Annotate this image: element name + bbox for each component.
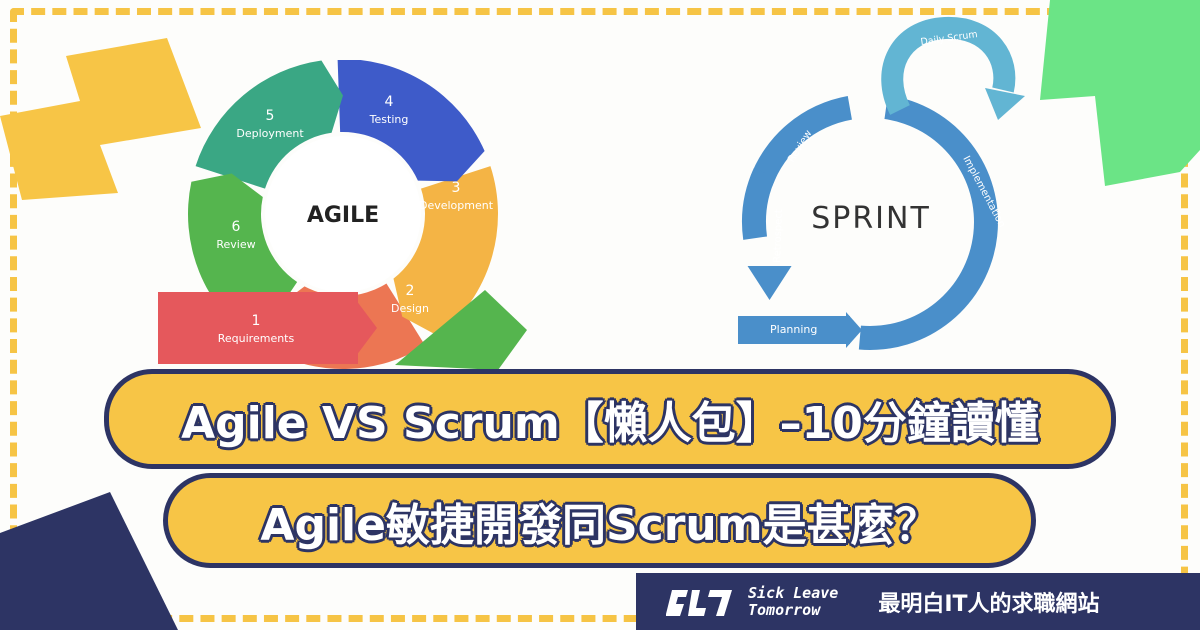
footer-tagline: 最明白IT人的求職網站 xyxy=(878,591,1100,617)
agile-step-2-label: Design xyxy=(391,302,429,315)
agile-step-1-arrow xyxy=(158,292,358,364)
agile-step-4-segment xyxy=(337,60,485,182)
agile-step-6-label: Review xyxy=(216,238,255,251)
sprint-cycle-diagram: SPRINT Daily Scrum Implementation Review… xyxy=(738,16,1025,350)
agile-step-5-number: 5 xyxy=(266,108,275,124)
brand-logo-icon xyxy=(666,590,732,616)
yellow-zigzag-shape xyxy=(0,38,201,200)
green-block-shape xyxy=(1040,0,1200,186)
footer-bar: Sick Leave Tomorrow 最明白IT人的求職網站 xyxy=(636,573,1200,630)
sprint-center-label: SPRINT xyxy=(811,201,931,236)
sprint-review-arc xyxy=(749,95,852,187)
agile-step-4-label: Testing xyxy=(369,113,409,126)
title-line2: Agile敏捷開發同Scrum是甚麼？ xyxy=(260,499,939,551)
sprint-planning-bar xyxy=(738,316,850,344)
agile-step-6-number: 6 xyxy=(232,219,241,235)
brand-line2: Tomorrow xyxy=(748,600,821,619)
agile-step-4-number: 4 xyxy=(385,94,394,110)
dashed-frame xyxy=(10,8,1188,622)
agile-center-label: AGILE xyxy=(307,203,379,228)
brand-name: Sick Leave Tomorrow xyxy=(748,583,839,619)
agile-step-1-number: 1 xyxy=(252,313,261,329)
agile-step-3-segment xyxy=(393,166,498,337)
sprint-daily-scrum-loop xyxy=(881,16,1016,115)
sprint-planning-label: Planning xyxy=(770,323,817,336)
agile-step-3-number: 3 xyxy=(452,180,461,196)
sprint-retrospect-arc xyxy=(741,167,776,240)
sprint-retrospect-arrowhead xyxy=(747,266,792,300)
sprint-retrospect-label: Retrospect xyxy=(772,209,785,263)
title-line1: Agile VS Scrum【懶人包】–10分鐘讀懂 xyxy=(181,398,1039,449)
agile-green-tail xyxy=(395,290,527,370)
sprint-implementation-arc xyxy=(858,95,998,350)
title-pill-line2: Agile敏捷開發同Scrum是甚麼？ xyxy=(163,473,1036,568)
agile-step-1-label: Requirements xyxy=(218,332,295,345)
agile-step-5-label: Deployment xyxy=(236,127,304,140)
title-pill-line1: Agile VS Scrum【懶人包】–10分鐘讀懂 xyxy=(104,369,1116,469)
agile-step-2-number: 2 xyxy=(406,283,415,299)
agile-step-3-label: Development xyxy=(419,199,494,212)
brand-line1: Sick Leave xyxy=(748,583,839,602)
agile-step-5-segment xyxy=(195,60,343,189)
sprint-daily-arrowhead xyxy=(985,88,1025,120)
navy-triangle-shape xyxy=(0,492,178,630)
